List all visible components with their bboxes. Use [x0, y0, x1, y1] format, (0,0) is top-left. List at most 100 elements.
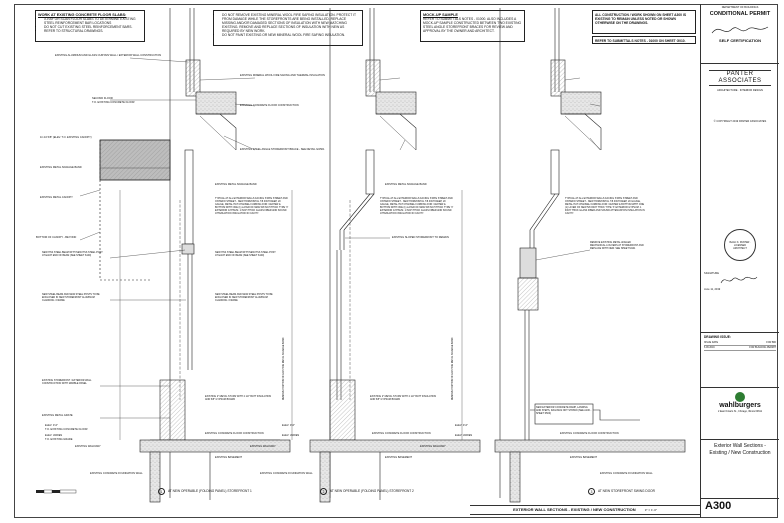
- graphic-scale-bar: [36, 489, 77, 494]
- label-remove-angle: REMOVE EXISTING METAL ANGLED MECHANICAL …: [590, 241, 644, 250]
- label-walkway-3: EXISTING WALKWAY: [420, 445, 446, 448]
- drawing-issue-label: DRAWING ISSUE:: [704, 335, 731, 339]
- sheet-title: EXTERIOR WALL SECTIONS - EXISTING / NEW …: [513, 507, 636, 512]
- note-item: DO NOT CUT EXISTING STEEL REINFORCEMENT …: [44, 25, 142, 29]
- label-elev-varies-sub-1: T.O. EXISTING GRADE: [45, 438, 73, 441]
- label-steel-beam: NEW HSS STEEL BEAM WITH NEW HSS STEEL PO…: [42, 251, 103, 257]
- architect-block: PANTER ASSOCIATES ARCHITECTURE · INTERIO…: [701, 66, 779, 156]
- label-basement-2: EXISTING BASEMENT: [385, 456, 413, 459]
- label-walkway-1: EXISTING WALKWAY: [75, 445, 101, 448]
- label-concrete-floor-1: EXISTING CONCRETE FLOOR CONSTRUCTION: [205, 432, 264, 435]
- label-metal-grate: EXISTING METAL GRATE: [42, 414, 73, 417]
- note-item: X-RAY OR SCAN FLOOR SLABS TO DETERMINE E…: [44, 17, 142, 25]
- signature-block: SIGNATURE June 11, 2019: [701, 272, 779, 296]
- project-name: Exterior Wall Sections - Existing / New …: [709, 443, 771, 456]
- signature-mark: [711, 26, 769, 34]
- label-elev-varies-2: ELEV. VARIES: [282, 434, 300, 437]
- architect-name: PANTER ASSOCIATES: [718, 71, 762, 84]
- signature-label: SIGNATURE: [704, 272, 719, 275]
- seal-text: ISAAC K. PANTER · LICENSED ARCHITECT: [729, 240, 751, 250]
- label-elev-first-sub-1: T.O. EXISTING CONCRETE FLOOR: [45, 428, 88, 431]
- issue-num: ISSUE DATE: [704, 341, 719, 344]
- label-second-floor-elev: T.O. EXISTING CONCRETE FLOOR: [92, 101, 135, 104]
- signature-date: June 11, 2019: [704, 288, 721, 291]
- section-3: [494, 8, 686, 503]
- dept-label: DEPARTMENT OF BUILDINGS: [721, 6, 759, 9]
- note-item: DO NOT PAINT EXISTING OR NEW MINERAL WOO…: [222, 33, 360, 37]
- label-walkway-2: EXISTING WALKWAY: [250, 445, 276, 448]
- label-typical-note-3: TYPICAL AT ALL EXTERIOR WALLS FACING STA…: [565, 197, 645, 215]
- note-mockup: MOCK-UP SAMPLE REFER TO SUBMITTALS NOTES…: [420, 10, 525, 42]
- label-signage-band: EXISTING METAL SIGNAGE BAND: [40, 166, 82, 169]
- label-signage-band-2: EXISTING METAL SIGNAGE BAND: [215, 183, 257, 186]
- label-canopy-top: 11'-10 5/8" (ELEV. T.O. EXISTING CANOPY): [40, 136, 92, 139]
- sheet-scale: 3" = 1'-0": [644, 508, 657, 512]
- detail-title: AT NEW OPERABLE (FOLDING PANEL) STOREFRO…: [168, 489, 252, 493]
- detail-number: 3: [588, 488, 595, 495]
- label-stud-wall-2: EXISTING 2" METAL STUDS WITH 2 1/2" BATT…: [370, 395, 437, 401]
- leader-lines: [79, 57, 601, 419]
- drawing-issue-block: DRAWING ISSUE: ISSUE DATE FOR BID 6.06.2…: [701, 332, 779, 362]
- note-item: REFER TO STRUCTURAL DRAWINGS.: [44, 29, 142, 33]
- label-steel-posts-2: NEW STEEL BEAM AND NEW STEEL POSTS TO BE…: [215, 293, 273, 302]
- architect-signature: [720, 276, 758, 284]
- sheet-number-block: A300: [701, 498, 779, 518]
- label-foundation-1: EXISTING CONCRETE FOUNDATION WALL: [90, 472, 143, 475]
- architect-logo: PANTER ASSOCIATES: [709, 70, 771, 86]
- label-foundation-2: EXISTING CONCRETE FOUNDATION WALL: [260, 472, 313, 475]
- label-elev-varies-3: ELEV. VARIES: [455, 434, 473, 437]
- detail-title: AT NEW STOREFRONT SWING DOOR: [598, 489, 655, 493]
- label-concrete-ramp: NEW EXTERIOR CONCRETE RAMP, LANDING AND …: [536, 406, 592, 415]
- label-fire-safing: EXISTING MINERAL WOOL FIRE SAFING AND TH…: [240, 74, 325, 77]
- label-concrete-floor: EXISTING CONCRETE FLOOR CONSTRUCTION: [240, 104, 299, 107]
- note-title: MOCK-UP SAMPLE: [423, 13, 458, 17]
- issue-table: ISSUE DATE FOR BID 6.06.2019 FOR BUILDIN…: [704, 341, 776, 351]
- note-text: REFER TO SUBMITTALS NOTES - 01000 ON SHE…: [595, 39, 686, 43]
- sheet-border: [14, 4, 778, 518]
- label-concrete-floor-3: EXISTING CONCRETE FLOOR CONSTRUCTION: [560, 432, 619, 435]
- seal-block: ISAAC K. PANTER · LICENSED ARCHITECT: [701, 229, 779, 269]
- label-existing-storefront: EXISTING STOREFRONT / EXTERIOR WALL CONS…: [42, 379, 92, 385]
- detail-number: 1: [158, 488, 165, 495]
- note-item: DO NOT REMOVE EXISTING MINERAL WOOL FIRE…: [222, 13, 360, 33]
- project-name-block: Exterior Wall Sections - Existing / New …: [701, 439, 779, 469]
- label-steel-posts: NEW STEEL BEAM AND NEW STEEL POSTS TO BE…: [42, 293, 100, 302]
- dimension-lines: [119, 190, 463, 440]
- client-logo-icon: [735, 392, 745, 402]
- sheet-number: A300: [705, 500, 732, 512]
- architect-seal: ISAAC K. PANTER · LICENSED ARCHITECT: [724, 229, 756, 261]
- issue-row: ISSUE DATE FOR BID: [704, 341, 776, 346]
- issue-desc: FOR BUILDING PERMIT: [749, 346, 776, 349]
- label-basement-1: EXISTING BASEMENT: [215, 456, 243, 459]
- label-elev-varies-1: ELEV. VARIES: [45, 434, 63, 437]
- label-concrete-floor-2: EXISTING CONCRETE FLOOR CONSTRUCTION: [372, 432, 431, 435]
- label-remove-band-1: REMOVE PORTION OF EXISTING METAL SIGNAGE…: [283, 337, 285, 400]
- label-typical-note-1: TYPICAL AT ALL EXTERIOR WALLS FACING STA…: [215, 197, 289, 215]
- section-2: [309, 8, 481, 503]
- note-existing-slabs: WORK AT EXISTING CONCRETE FLOOR SLABS: X…: [35, 10, 145, 42]
- copyright: © COPYRIGHT 2019 PANTER ASSOCIATES: [713, 120, 767, 124]
- label-foundation-3: EXISTING CONCRETE FOUNDATION WALL: [600, 472, 653, 475]
- label-basement-3: EXISTING BASEMENT: [570, 456, 598, 459]
- label-elev-first-1: ELEV. 0'-0": [45, 424, 58, 427]
- label-canopy-bottom: BOTTOM OF CANOPY - BEYOND: [36, 236, 77, 239]
- issue-row: 6.06.2019 FOR BUILDING PERMIT: [704, 346, 776, 351]
- issue-num: 6.06.2019: [704, 346, 715, 349]
- label-stud-wall-1: EXISTING 2" METAL STUDS WITH 2 1/2" BATT…: [205, 395, 272, 401]
- label-elev-first-3: ELEV. 0'-0": [455, 424, 468, 427]
- note-construction: ALL CONSTRUCTION / WORK SHOWN ON SHEET A…: [592, 10, 696, 34]
- self-cert-label: SELF CERTIFICATION: [719, 38, 761, 44]
- note-title: WORK AT EXISTING CONCRETE FLOOR SLABS:: [38, 13, 127, 17]
- architect-sub: ARCHITECTURE · INTERIOR DESIGN: [717, 89, 763, 92]
- label-elev-first-2: ELEV. 0'-0": [282, 424, 295, 427]
- client-address: 2 East Ontario St., Chicago, Illinois 60…: [717, 410, 763, 413]
- section-1: [99, 8, 291, 503]
- permit-label: CONDITIONAL PERMIT: [709, 11, 771, 18]
- label-remove-band-2: REMOVE PORTION OF EXISTING METAL SIGNAGE…: [452, 337, 454, 400]
- note-text: REFER TO SUBMITTALS NOTES - 01000. ALSO …: [423, 17, 522, 34]
- label-second-floor: SECOND FLOOR: [92, 97, 113, 100]
- permit-stamp: DEPARTMENT OF BUILDINGS CONDITIONAL PERM…: [701, 4, 779, 64]
- note-fire-safing: DO NOT REMOVE EXISTING MINERAL WOOL FIRE…: [213, 10, 363, 46]
